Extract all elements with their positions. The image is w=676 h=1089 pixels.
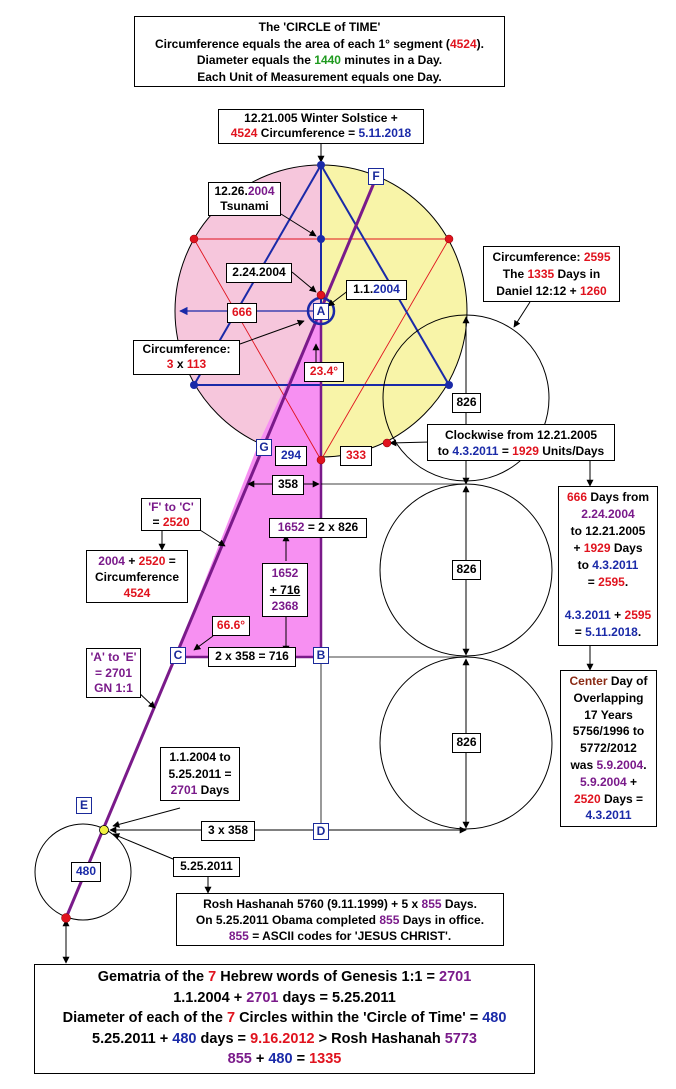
point-label-b: B [313,647,329,664]
label-1652-2x826: 1652 = 2 x 826 [269,518,367,538]
right-column-box: 666 Days from 2.24.2004 to 12.21.2005 + … [558,486,658,646]
title-line-4: Each Unit of Measurement equals one Day. [197,69,442,84]
circle-right-half [321,165,467,457]
title-line-2: Circumference equals the area of each 1°… [155,36,484,51]
a-to-e-box: 'A' to 'E' = 2701 GN 1:1 [86,648,141,698]
days-box: 1.1.2004 to 5.25.2011 = 2701 Days [160,747,240,801]
label-333: 333 [340,446,372,466]
tsunami-box: 12.26.2004 Tsunami [208,182,281,216]
point-label-f: F [368,168,384,185]
f-to-e-diagonal [64,177,378,919]
rosh-hashanah-box: Rosh Hashanah 5760 (9.11.1999) + 5 x 855… [176,893,504,946]
label-2-24-2004: 2.24.2004 [226,263,292,283]
point-label-g: G [256,439,272,456]
circumference-left-box: Circumference: 3 x 113 [133,340,240,375]
point-label-a: A [313,303,329,320]
label-826-a: 826 [452,393,481,413]
solstice-box: 12.21.005 Winter Solstice + 4524 Circumf… [218,109,424,144]
circumference-sum-box: 2004 + 2520 = Circumference 4524 [86,550,188,603]
label-294: 294 [275,446,307,466]
label-23-4-deg: 23.4° [304,362,344,382]
label-358: 358 [272,475,304,495]
sum-1652-box: 1652 + 716 2368 [262,563,308,617]
point-label-c: C [170,647,186,664]
title-line-3: Diameter equals the 1440 minutes in a Da… [196,53,443,67]
point-label-e: E [76,797,92,814]
gematria-summary-box: Gematria of the 7 Hebrew words of Genesi… [34,964,535,1074]
label-2x358-716: 2 x 358 = 716 [208,647,296,667]
clockwise-box: Clockwise from 12.21.2005 to 4.3.2011 = … [427,424,615,461]
label-826-b: 826 [452,560,481,580]
label-826-c: 826 [452,733,481,753]
label-480: 480 [71,862,101,882]
center-day-box: Center Day of Overlapping 17 Years 5756/… [560,670,657,827]
label-1-1-2004: 1.1.2004 [346,280,407,300]
circle-480 [34,823,132,921]
label-666: 666 [227,303,257,323]
title-line-1: The 'CIRCLE of TIME' [258,20,381,34]
dots [61,161,454,923]
point-label-d: D [313,823,329,840]
circumference-right-box: Circumference: 2595 The 1335 Days in Dan… [483,246,620,302]
label-3x358: 3 x 358 [201,821,255,841]
title-box: The 'CIRCLE of TIME' Circumference equal… [134,16,505,87]
label-5-25-2011: 5.25.2011 [173,857,240,877]
f-to-c-box: 'F' to 'C' = 2520 [141,498,201,531]
label-66-6-deg: 66.6° [212,616,250,636]
